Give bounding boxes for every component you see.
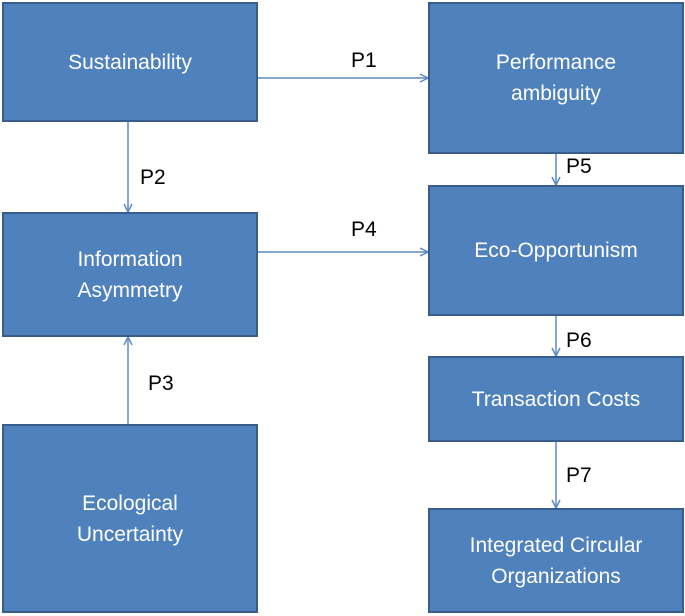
node-ecological-uncertainty: Ecological Uncertainty xyxy=(2,424,258,613)
edge-label-p3: P3 xyxy=(148,372,174,395)
node-label-line1: Integrated Circular xyxy=(469,533,643,557)
node-information-asymmetry: Information Asymmetry xyxy=(2,212,258,337)
edge-label-p5: P5 xyxy=(566,155,592,178)
node-label-line2: Asymmetry xyxy=(77,278,183,302)
edge-label-p6: P6 xyxy=(566,329,592,352)
node-eco-opportunism: Eco-Opportunism xyxy=(428,185,684,316)
edge-label-p1: P1 xyxy=(351,49,377,72)
node-label: Transaction Costs xyxy=(471,387,641,411)
node-label-line2: Uncertainty xyxy=(76,522,184,546)
node-label: Sustainability xyxy=(68,50,192,74)
node-performance-ambiguity: Performance ambiguity xyxy=(428,2,684,154)
node-label-line2: ambiguity xyxy=(511,82,601,105)
node-label-line2: Organizations xyxy=(491,564,621,588)
node-label: Eco-Opportunism xyxy=(474,239,638,262)
edge-label-p2: P2 xyxy=(140,166,166,189)
node-integrated-circular-organizations: Integrated Circular Organizations xyxy=(428,508,684,613)
node-label-line1: Ecological xyxy=(82,491,178,515)
edge-label-p7: P7 xyxy=(566,464,592,487)
node-label-line1: Information xyxy=(77,247,183,271)
node-transaction-costs: Transaction Costs xyxy=(428,356,684,442)
node-label-line1: Performance xyxy=(495,51,617,74)
node-sustainability: Sustainability xyxy=(2,2,258,122)
edge-label-p4: P4 xyxy=(351,218,377,241)
